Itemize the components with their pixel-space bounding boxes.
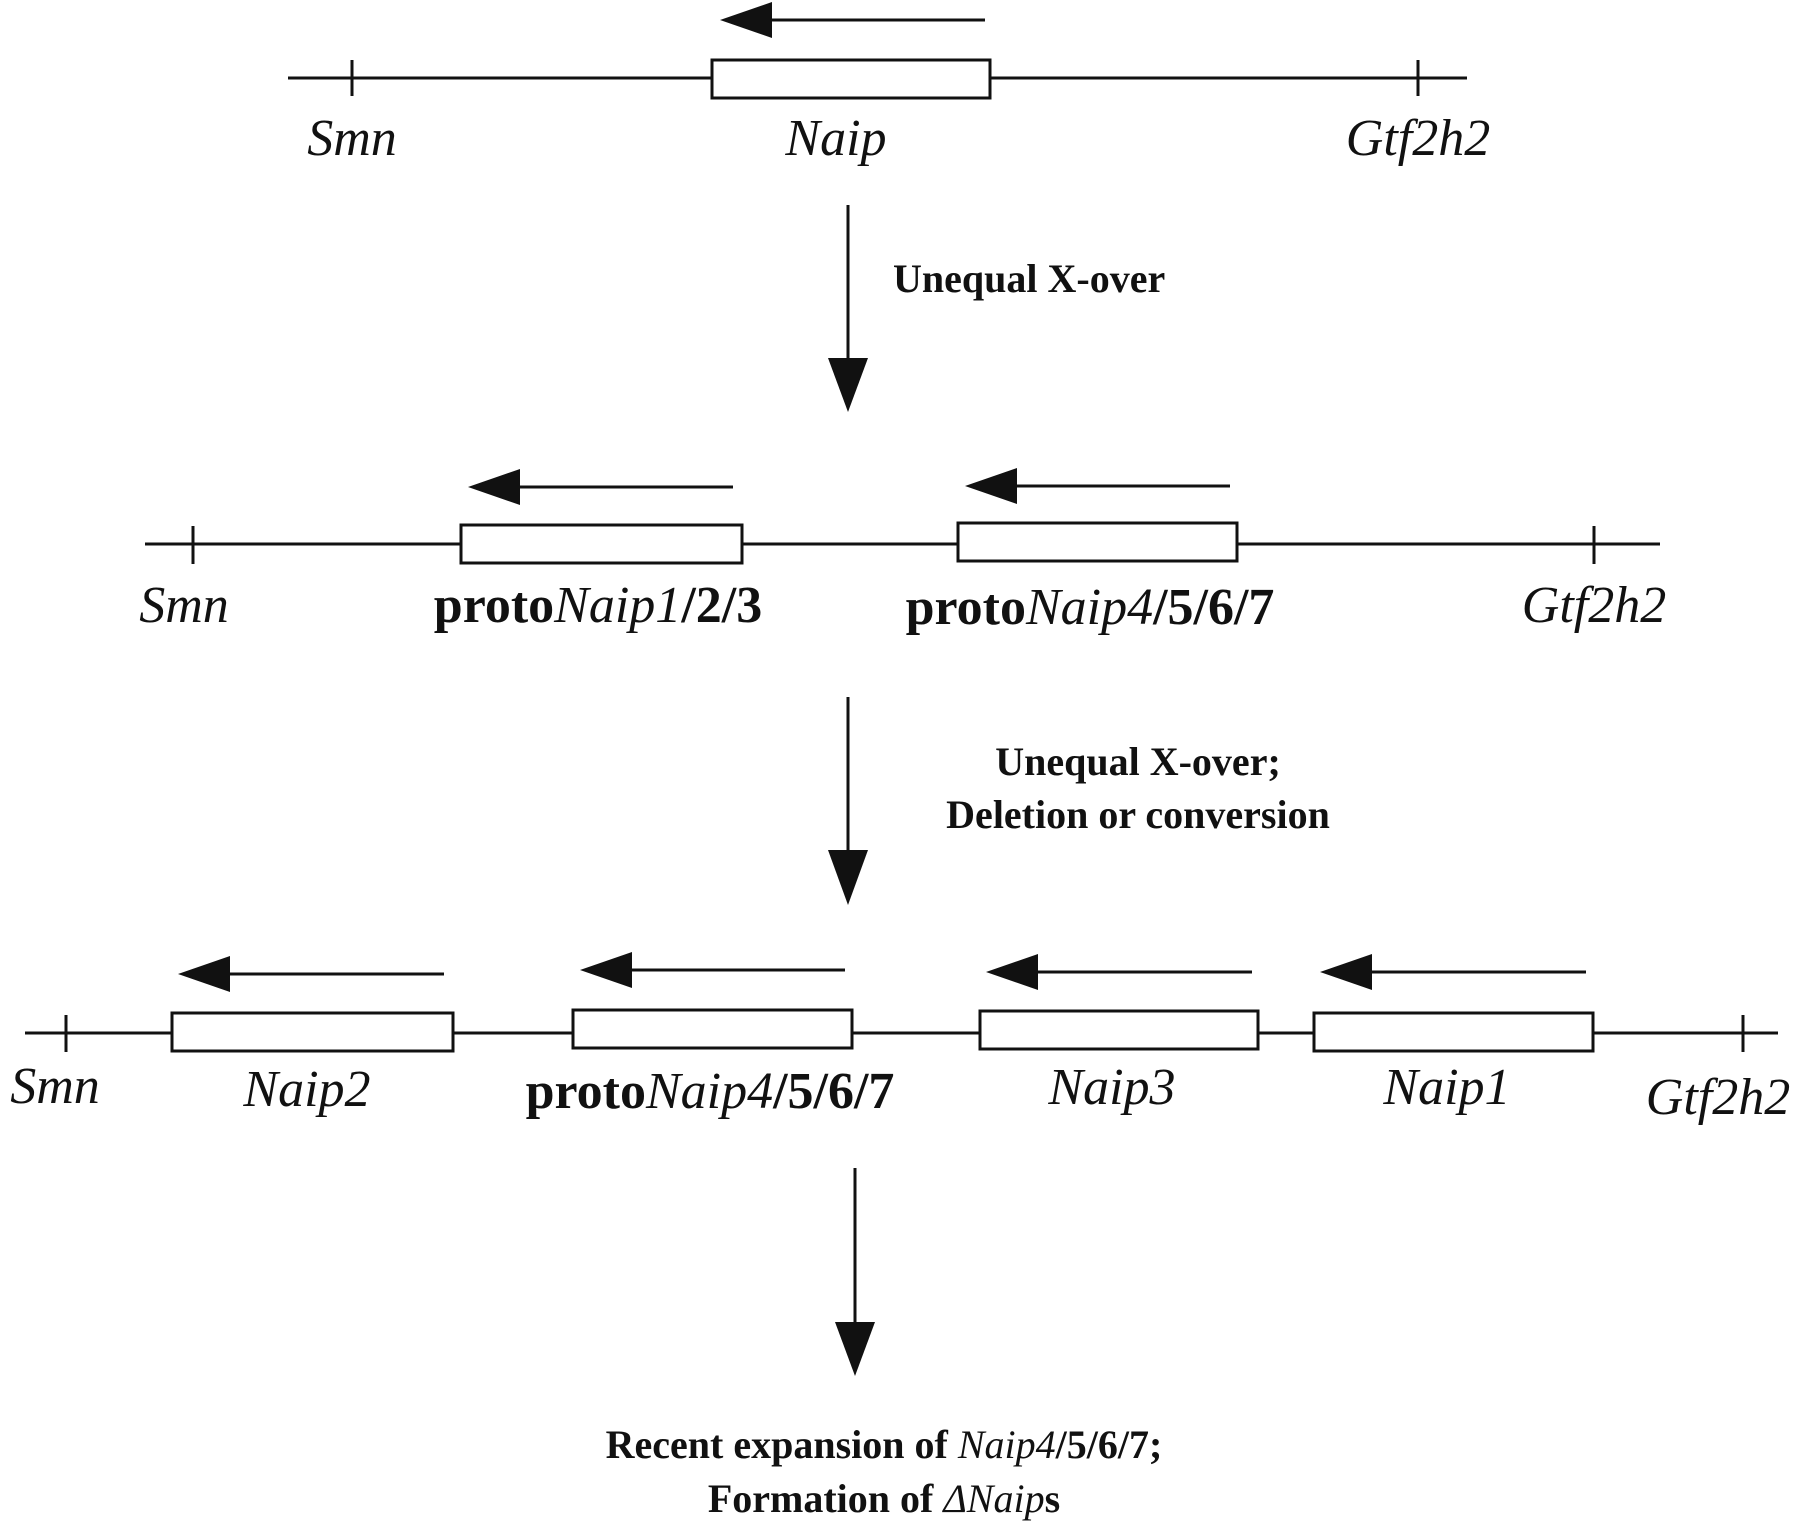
stage1-smn-label: Smn [307, 110, 397, 167]
transition3-arrow [835, 1168, 875, 1376]
transition2-arrow [828, 697, 868, 905]
stage2-protonaip4567-direction-arrow [965, 468, 1230, 504]
stage3-naip3-direction-arrow [986, 954, 1252, 990]
transition2-label-line2: Deletion or conversion [946, 792, 1330, 837]
stage3-protonaip4567-direction-arrow [580, 952, 845, 988]
stage3-naip1-box [1312, 1011, 1595, 1053]
stage1-map: Smn Naip Gtf2h2 [288, 2, 1490, 167]
stage2-protonaip4567-box [956, 521, 1239, 563]
stage2-map: Smn protoNaip1/2/3 protoNaip4/5/6/7 Gtf2… [139, 468, 1666, 636]
stage2-protonaip123-direction-arrow [468, 469, 733, 505]
stage1-gtf2h2-label: Gtf2h2 [1346, 110, 1490, 167]
stage1-naip-direction-arrow [720, 2, 985, 38]
transition2-label-line1: Unequal X-over; [995, 739, 1281, 784]
stage3-naip2-direction-arrow [178, 956, 444, 992]
stage3-naip3-box [978, 1009, 1260, 1051]
stage3-smn-label: Smn [10, 1058, 100, 1115]
stage2-protonaip123-box [459, 523, 744, 565]
stage2-smn-label: Smn [139, 577, 229, 634]
stage3-naip3-label: Naip3 [1047, 1059, 1175, 1116]
stage3-protonaip4567-box [571, 1008, 854, 1050]
transition1-arrow [828, 205, 868, 412]
final-outcome-line1: Recent expansion of Naip4/5/6/7; [606, 1422, 1163, 1467]
stage3-naip1-direction-arrow [1320, 954, 1586, 990]
stage1-naip-box [710, 58, 992, 100]
stage2-gtf2h2-label: Gtf2h2 [1522, 577, 1666, 634]
stage3-naip2-label: Naip2 [242, 1061, 370, 1118]
stage2-protonaip4567-label: protoNaip4/5/6/7 [906, 579, 1275, 636]
stage2-protonaip123-label: protoNaip1/2/3 [434, 577, 762, 634]
final-outcome-line2: Formation of ΔNaips [708, 1476, 1060, 1521]
stage3-naip2-box [170, 1011, 455, 1053]
stage3-map: Smn Naip2 protoNaip4/5/6/7 Naip3 Naip1 G… [10, 952, 1790, 1126]
stage3-naip1-label: Naip1 [1382, 1059, 1510, 1116]
stage3-protonaip4567-label: protoNaip4/5/6/7 [526, 1063, 895, 1120]
transition1-label: Unequal X-over [893, 256, 1165, 301]
stage1-naip-label: Naip [784, 110, 886, 167]
stage3-gtf2h2-label: Gtf2h2 [1646, 1069, 1790, 1126]
